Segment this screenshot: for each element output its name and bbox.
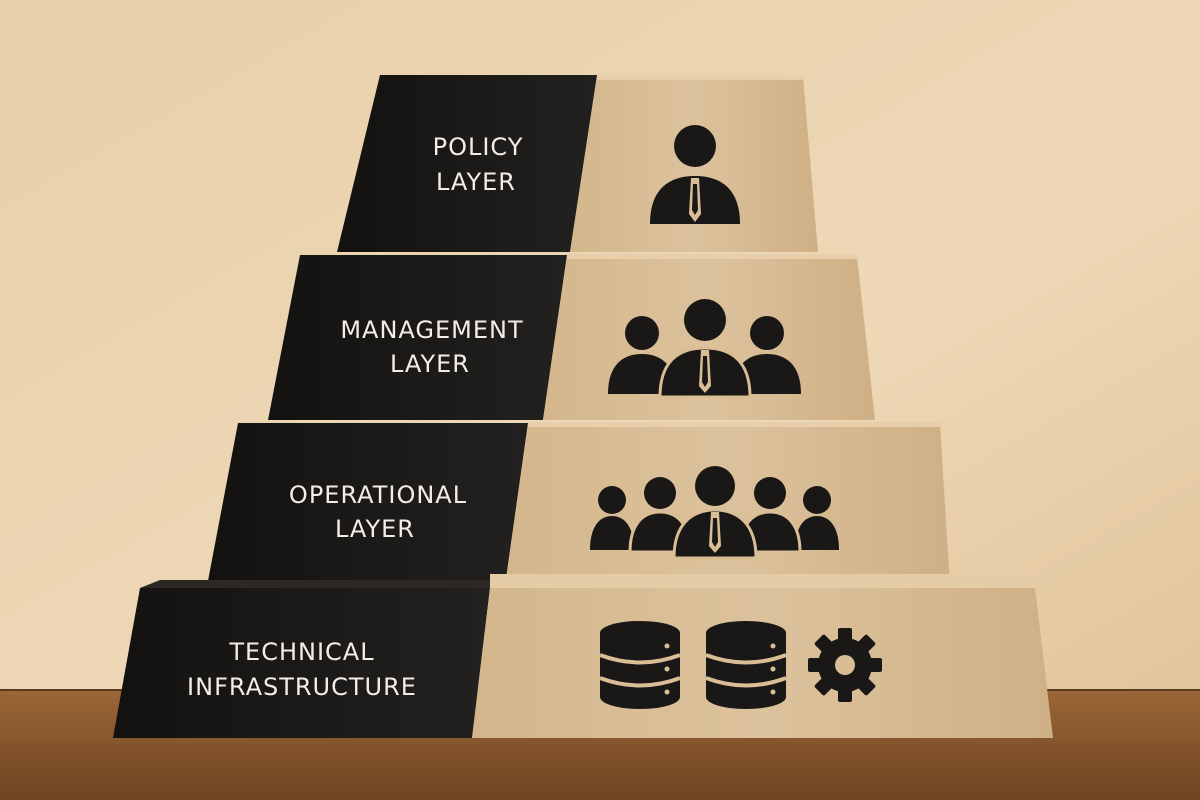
database-icon bbox=[705, 621, 787, 709]
group-of-three-icon bbox=[608, 299, 801, 399]
layer-label-line2: LAYER bbox=[335, 515, 415, 543]
layer-block-policy: POLICY LAYER bbox=[337, 75, 818, 252]
black-block-face bbox=[113, 588, 490, 738]
black-block-face bbox=[337, 75, 597, 252]
layer-label-line1: POLICY bbox=[433, 133, 524, 161]
database-and-gear-icon bbox=[599, 621, 882, 709]
kraft-block-top bbox=[597, 75, 805, 80]
group-of-five-icon bbox=[590, 466, 839, 560]
layer-block-management: MANAGEMENT LAYER bbox=[268, 254, 875, 420]
kraft-block-top bbox=[528, 422, 942, 427]
database-icon bbox=[599, 621, 681, 709]
layer-label-line1: TECHNICAL bbox=[228, 638, 374, 666]
kraft-block-top bbox=[567, 254, 859, 259]
layer-label-line1: MANAGEMENT bbox=[340, 316, 523, 344]
layer-label-line2: INFRASTRUCTURE bbox=[187, 673, 417, 701]
black-block-top bbox=[140, 580, 490, 588]
kraft-block-face bbox=[505, 424, 950, 586]
kraft-block-top bbox=[490, 574, 1035, 588]
layer-label-line2: LAYER bbox=[390, 350, 470, 378]
layer-label-line1: OPERATIONAL bbox=[289, 481, 467, 509]
person-icon bbox=[650, 125, 740, 224]
black-block-face bbox=[207, 423, 528, 586]
layer-block-operational: OPERATIONAL LAYER bbox=[207, 422, 950, 586]
black-block-face bbox=[268, 255, 567, 420]
layer-label-line2: LAYER bbox=[436, 168, 516, 196]
layer-block-technical: TECHNICAL INFRASTRUCTURE bbox=[113, 574, 1053, 738]
gear-icon bbox=[808, 628, 882, 702]
